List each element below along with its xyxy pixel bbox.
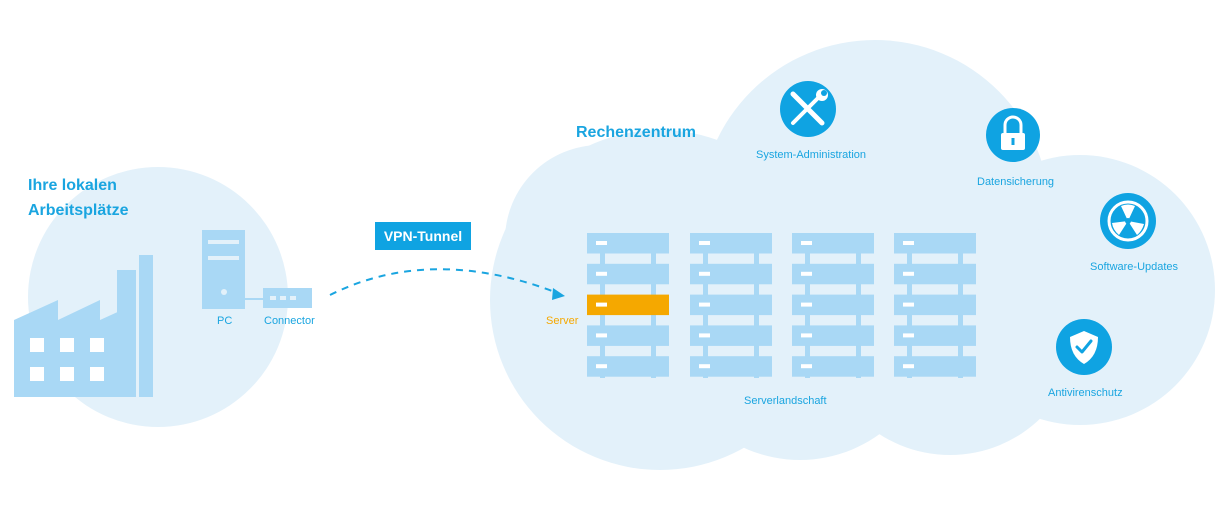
server-unit-indicator	[596, 271, 607, 276]
server-unit	[894, 233, 976, 254]
server-unit	[792, 294, 874, 316]
server-unit-indicator	[903, 241, 914, 245]
server-rack	[792, 233, 874, 378]
service-label-software-updates: Software-Updates	[1090, 261, 1179, 273]
shield-check-icon	[1056, 319, 1112, 375]
server-unit-indicator	[699, 364, 710, 369]
server-unit-indicator	[596, 241, 607, 245]
server-unit	[690, 233, 772, 254]
server-rack	[894, 233, 976, 378]
server-unit-indicator	[801, 302, 812, 307]
vpn-arrowhead	[552, 288, 565, 300]
connector-icon	[263, 288, 312, 308]
server-unit	[792, 233, 874, 254]
vpn-tunnel-badge: VPN-Tunnel	[375, 222, 471, 250]
lock-icon	[986, 108, 1040, 162]
fan-icon	[1100, 193, 1156, 249]
server-unit	[587, 233, 669, 254]
service-label-system-administration: System-Administration	[756, 149, 867, 161]
server-racks	[587, 233, 976, 378]
server-unit	[690, 294, 772, 316]
server-unit	[792, 325, 874, 346]
highlighted-server-unit	[587, 294, 669, 316]
server-unit-indicator	[903, 271, 914, 276]
server-unit-indicator	[596, 333, 607, 338]
pc-label: PC	[217, 315, 233, 327]
server-unit	[690, 356, 772, 377]
datacenter-cloud	[490, 40, 1215, 470]
server-unit-indicator	[801, 364, 812, 369]
server-rack	[690, 233, 772, 378]
pc-icon	[202, 230, 264, 309]
server-unit-indicator	[801, 241, 812, 245]
server-unit-indicator	[699, 333, 710, 338]
server-unit	[792, 356, 874, 377]
factory-windows	[30, 338, 104, 381]
serverlandscape-label: Serverlandschaft	[744, 395, 827, 407]
server-unit-indicator	[801, 271, 812, 276]
server-unit	[894, 325, 976, 346]
local-title-line1: Ihre lokalen	[28, 177, 117, 194]
server-unit	[690, 325, 772, 346]
wrench-screwdriver-icon	[780, 81, 836, 137]
server-unit	[587, 263, 669, 285]
server-unit-indicator	[699, 271, 710, 276]
server-unit	[587, 356, 669, 377]
server-unit-indicator	[903, 364, 914, 369]
server-rack	[587, 233, 669, 378]
vpn-tunnel-path	[329, 268, 556, 296]
service-label-antivirenschutz: Antivirenschutz	[1048, 387, 1123, 399]
local-title-line2: Arbeitsplätze	[28, 202, 129, 219]
server-unit	[894, 294, 976, 316]
server-unit-indicator	[699, 302, 710, 307]
datacenter-title: Rechenzentrum	[576, 124, 697, 141]
server-unit-indicator	[903, 333, 914, 338]
server-unit-indicator	[699, 241, 710, 245]
server-unit-indicator	[596, 302, 607, 307]
server-unit	[690, 263, 772, 285]
service-label-datensicherung: Datensicherung	[977, 176, 1055, 188]
server-unit	[587, 325, 669, 346]
server-unit	[894, 356, 976, 377]
connector-label: Connector	[264, 315, 315, 327]
server-unit-indicator	[903, 302, 914, 307]
server-unit	[792, 263, 874, 285]
server-unit-indicator	[596, 364, 607, 369]
server-unit-indicator	[801, 333, 812, 338]
server-unit	[894, 263, 976, 285]
server-label: Server	[546, 315, 579, 327]
